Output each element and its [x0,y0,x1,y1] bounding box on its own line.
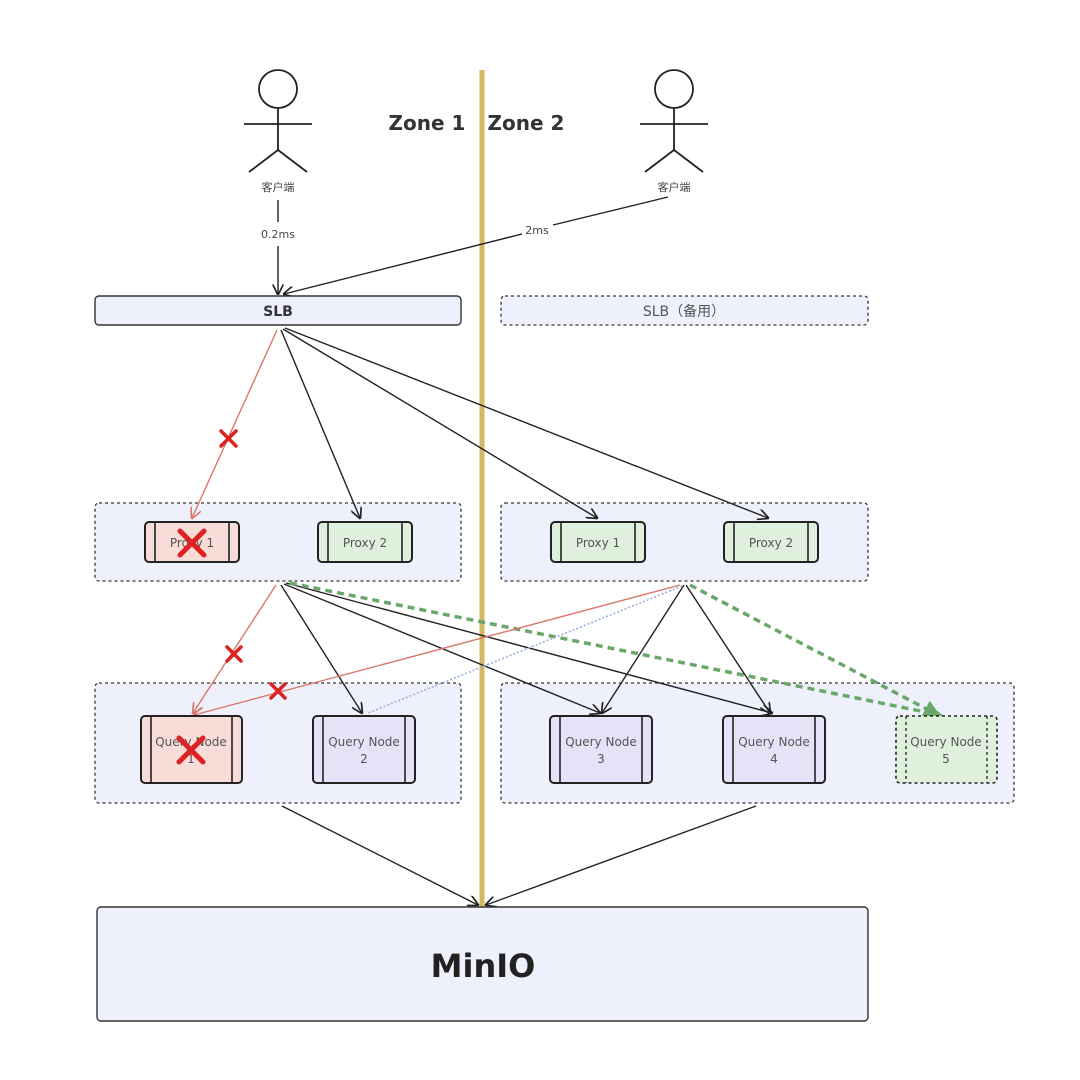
x-mark-edge-qn1-a-icon [225,645,243,663]
query-node-4-line1: Query Node [738,735,810,749]
zone2-label: Zone 2 [488,111,565,135]
x-mark-proxy1-icon [177,528,207,558]
edge-z2proxies-qn2 [367,585,683,714]
zone1-label: Zone 1 [389,111,466,135]
minio-storage [96,906,869,1022]
edge-slb-zone1-proxy1 [192,329,278,518]
query-node-1: Query Node 1 [140,715,243,784]
query-node-1-line2: 1 [187,752,195,766]
edge-zone1-minio [281,805,478,905]
edge-client2-slb-a [552,196,669,226]
latency-cross-label: 2ms [525,224,549,237]
zone1-proxy-1: Proxy 1 [144,521,240,563]
latency-local-label: 0.2ms [261,228,295,241]
client-2 [640,69,708,173]
edge-z1proxies-qn1 [193,584,277,713]
edge-slb-zone2-proxy1 [282,328,597,518]
client-1-label: 客户端 [262,180,295,194]
query-node-4-line2: 4 [770,752,778,766]
edge-z2proxies-qn3 [602,584,685,713]
query-node-3-line1: Query Node [565,735,637,749]
zone2-proxy-1: Proxy 1 [550,521,646,563]
query-node-1-line1: Query Node [155,735,227,749]
query-node-3-line2: 3 [597,752,605,766]
query-node-2-line1: Query Node [328,735,400,749]
slb-backup-label: SLB（备用） [643,303,725,320]
slb-primary [94,295,462,326]
zone2-proxy-1-label: Proxy 1 [576,536,620,550]
x-mark-query-node-1-icon [176,735,206,765]
slb-primary-label: SLB [263,304,293,320]
edge-z1proxies-qn2 [280,584,362,713]
edge-client2-slb [284,233,523,294]
zone2-proxy-2: Proxy 2 [723,521,819,563]
query-node-4: Query Node 4 [722,715,826,784]
x-mark-slb-proxy1-icon [219,429,238,448]
query-node-2-line2: 2 [360,752,368,766]
edge-zone2-minio [486,805,757,905]
edge-slb-zone2-proxy2 [284,327,768,518]
zone1-proxy-2: Proxy 2 [317,521,413,563]
client-1-head-icon [258,69,298,109]
minio-label: MinIO [431,947,536,985]
query-node-2: Query Node 2 [312,715,416,784]
x-mark-edge-qn1-b-icon [269,682,287,700]
client-1 [244,69,312,173]
edge-z2proxies-qn5 [689,583,942,717]
edge-slb-zone1-proxy2 [280,329,360,518]
query-node-5-line2: 5 [942,752,950,766]
client-2-head-icon [654,69,694,109]
zone1-proxy-2-label: Proxy 2 [343,536,387,550]
edge-z1proxies-qn5 [289,581,944,721]
slb-backup [500,295,869,326]
query-node-5-line1: Query Node [910,735,982,749]
zone2-proxy-2-label: Proxy 2 [749,536,793,550]
query-node-3: Query Node 3 [549,715,653,784]
query-node-5: Query Node 5 [895,715,998,784]
edge-z2proxies-qn4 [685,584,770,713]
client-2-label: 客户端 [658,180,691,194]
